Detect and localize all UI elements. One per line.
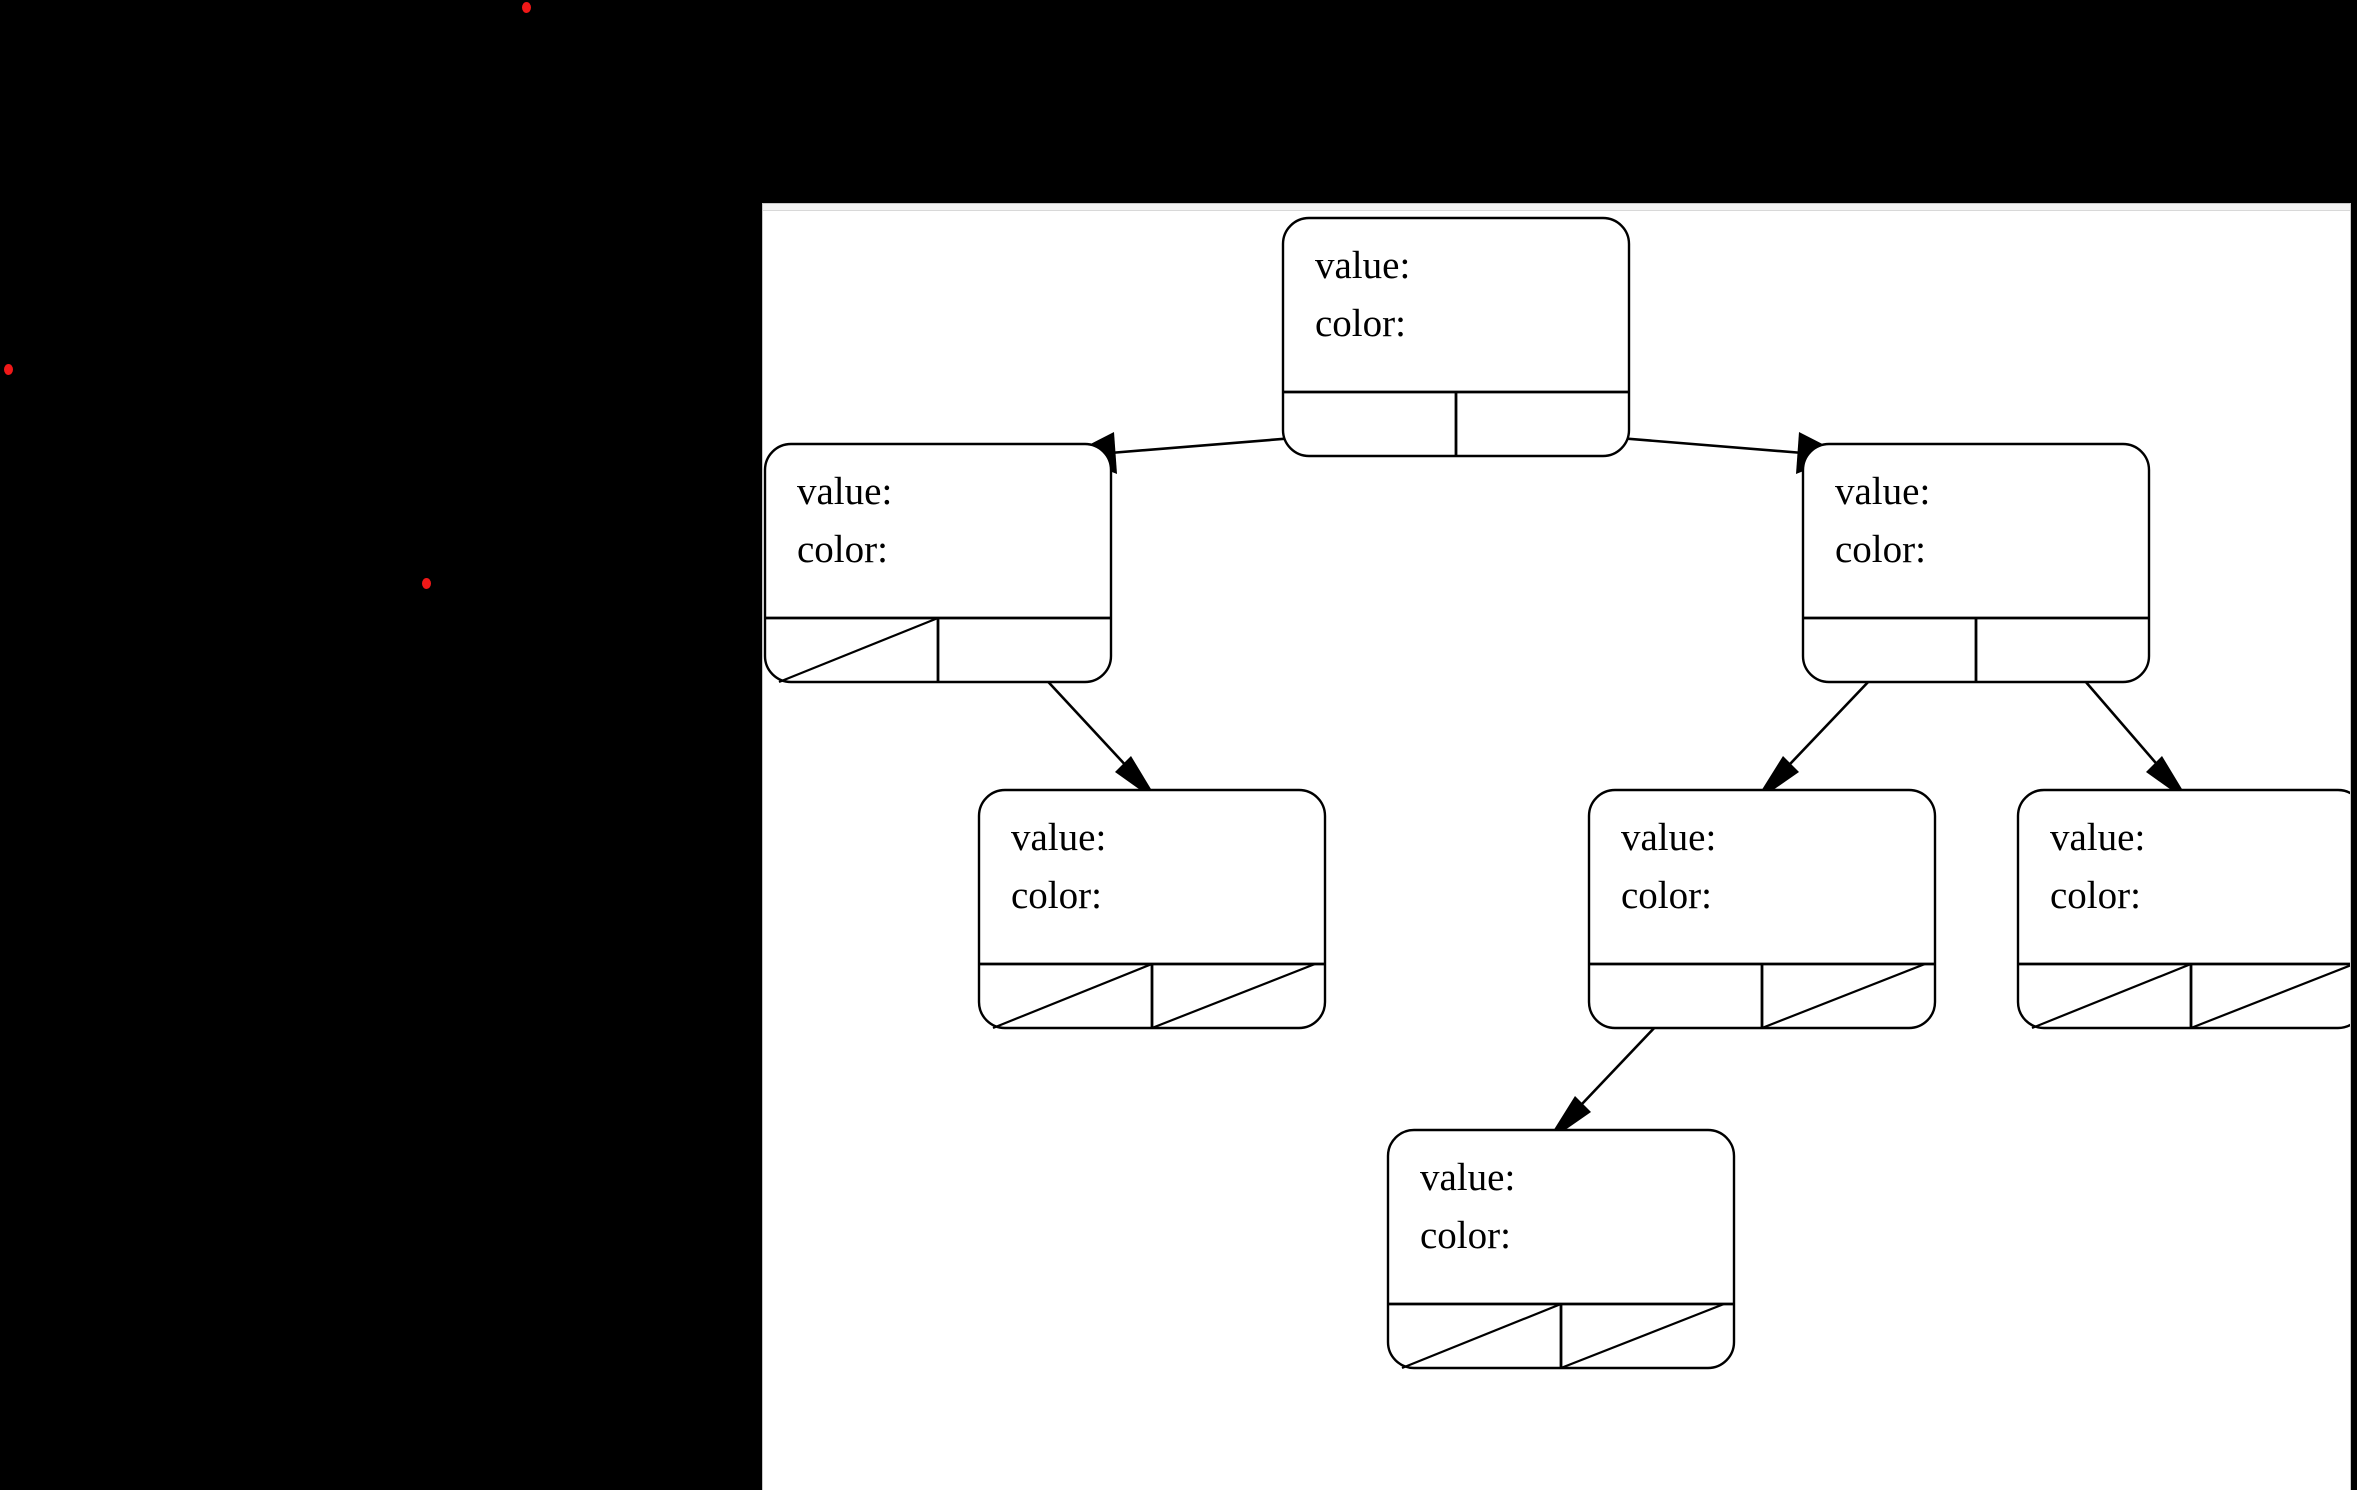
tree-node-left-child-color-label: color:: [797, 528, 888, 571]
tree-node-root-value-label: value:: [1315, 244, 1410, 287]
tree-node-left-child-left-null-slash: [778, 616, 939, 684]
tree-node-left-right-grandchild-value-label: value:: [1011, 816, 1106, 859]
tree-diagram-canvas: value: color: value: color: value: color…: [763, 212, 2351, 1490]
panel-titlebar: [763, 204, 2350, 211]
tree-node-right-right-grandchild[interactable]: value: color:: [2016, 788, 2351, 1030]
tree-node-left-child[interactable]: value: color:: [763, 442, 1113, 684]
tree-node-right-right-grandchild-left-null-slash: [2031, 962, 2192, 1030]
tree-node-left-right-grandchild-right-null-slash: [1151, 962, 1316, 1030]
tree-node-right-right-grandchild-color-label: color:: [2050, 874, 2141, 917]
tree-node-right-right-grandchild-right-null-slash: [2190, 964, 2350, 1030]
tree-node-right-child-value-label: value:: [1835, 470, 1930, 513]
tree-node-root-color-label: color:: [1315, 302, 1406, 345]
tree-node-right-left-grandchild-color-label: color:: [1621, 874, 1712, 917]
marker-dot-3: [422, 578, 431, 589]
tree-node-right-child-color-label: color:: [1835, 528, 1926, 571]
tree-node-right-child[interactable]: value: color:: [1801, 442, 2151, 684]
tree-node-left-right-grandchild-left-null-slash: [992, 962, 1153, 1030]
tree-node-left-child-value-label: value:: [797, 470, 892, 513]
marker-dot-1: [522, 2, 531, 13]
tree-node-right-left-grandchild[interactable]: value: color:: [1587, 788, 1937, 1030]
marker-dot-2: [4, 364, 13, 375]
tree-node-deepest[interactable]: value: color:: [1386, 1128, 1736, 1370]
tree-node-root[interactable]: value: color:: [1281, 216, 1631, 458]
tree-node-right-right-grandchild-value-label: value:: [2050, 816, 2145, 859]
diagram-panel: value: color: value: color: value: color…: [762, 203, 2351, 1490]
tree-node-deepest-left-null-slash: [1401, 1302, 1562, 1370]
tree-node-right-left-grandchild-value-label: value:: [1621, 816, 1716, 859]
tree-node-right-left-grandchild-right-null-slash: [1761, 962, 1926, 1030]
tree-node-deepest-value-label: value:: [1420, 1156, 1515, 1199]
tree-node-deepest-right-null-slash: [1560, 1302, 1725, 1370]
tree-node-deepest-color-label: color:: [1420, 1214, 1511, 1257]
tree-node-left-right-grandchild-color-label: color:: [1011, 874, 1102, 917]
tree-node-left-right-grandchild[interactable]: value: color:: [977, 788, 1327, 1030]
